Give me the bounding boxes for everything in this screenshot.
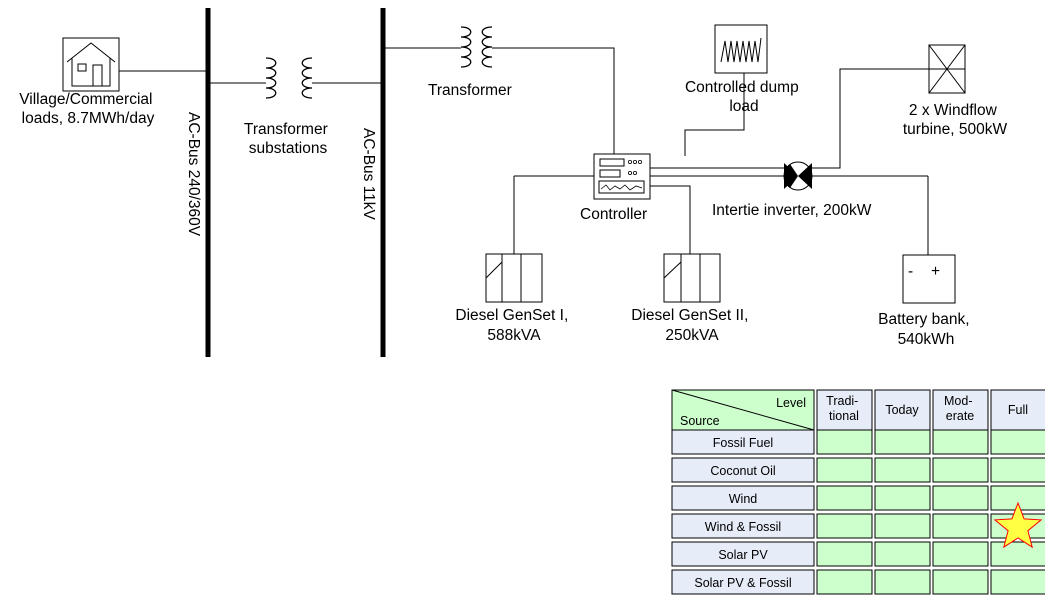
bus-low-label: AC-Bus 240/360V	[185, 112, 202, 237]
matrix-cell	[874, 569, 931, 595]
matrix-corner-source: Source	[680, 414, 720, 428]
matrix-cell	[932, 429, 989, 455]
row-header-coconut-oil: Coconut Oil	[710, 464, 775, 478]
row-header-cell	[671, 569, 815, 595]
matrix-cell	[816, 513, 873, 539]
wind-turbine-connection	[650, 68, 929, 169]
dump-load-connection	[684, 73, 745, 156]
diesel-genset-2-icon	[663, 253, 721, 303]
transformer-icon	[460, 26, 493, 68]
village-loads-label: Village/Commercial loads, 8.7MWh/day	[19, 91, 157, 127]
matrix-cell	[990, 429, 1045, 455]
matrix-cell	[990, 541, 1045, 567]
matrix-cell	[816, 485, 873, 511]
row-header-wind: Wind	[729, 492, 758, 506]
matrix-cell	[874, 485, 931, 511]
matrix-cell	[874, 541, 931, 567]
battery-plus-sign: +	[931, 263, 940, 280]
battery-bank-icon	[902, 254, 956, 304]
windflow-turbine-label: 2 x Windflow turbine, 500kW	[903, 102, 1008, 138]
matrix-cell	[932, 513, 989, 539]
transformer-substations-label: Transformer substations	[244, 121, 332, 157]
bus-high-label: AC-Bus 11kV	[360, 128, 377, 221]
row-header-cell	[671, 457, 815, 483]
matrix-cell	[932, 541, 989, 567]
row-header-fossil-fuel: Fossil Fuel	[713, 436, 773, 450]
row-header-cell	[671, 541, 815, 567]
matrix-cell	[816, 541, 873, 567]
diesel-genset-1-label: Diesel GenSet I, 588kVA	[455, 307, 572, 344]
wind-turbine-icon	[928, 44, 966, 94]
star-icon	[993, 501, 1043, 549]
matrix-cell	[874, 457, 931, 483]
row-header-cell	[671, 485, 815, 511]
matrix-cell	[932, 569, 989, 595]
row-header-cell	[671, 513, 815, 539]
controller-icon	[593, 153, 651, 200]
resistor-icon	[714, 24, 768, 74]
column-header-cell	[816, 389, 873, 431]
column-header-today: Today	[885, 403, 919, 417]
battery-minus-sign: -	[908, 263, 913, 280]
transformer-to-controller	[492, 47, 615, 154]
column-header-traditional: Tradi- tional	[826, 394, 862, 423]
row-header-solar-pv: Solar PV	[718, 548, 768, 562]
matrix-cell	[990, 569, 1045, 595]
matrix-cell	[874, 513, 931, 539]
diesel-genset-1-icon	[485, 253, 543, 303]
row-header-solar-pv-fossil: Solar PV & Fossil	[694, 576, 791, 590]
inverter-icon	[783, 161, 813, 191]
matrix-corner-level: Level	[776, 396, 806, 410]
matrix-cell	[816, 457, 873, 483]
matrix-cell	[874, 429, 931, 455]
matrix-cell	[816, 569, 873, 595]
matrix-corner-diagonal	[671, 389, 815, 431]
row-header-cell	[671, 429, 815, 455]
intertie-inverter-label: Intertie inverter, 200kW	[712, 202, 872, 219]
source-level-matrix: Level Source Tradi- tional Today Mod- er…	[671, 389, 1045, 595]
matrix-cell	[816, 429, 873, 455]
matrix-cell	[932, 485, 989, 511]
substation-transformer-icon	[265, 57, 313, 99]
matrix-cells	[816, 429, 1045, 595]
house-icon	[62, 37, 120, 92]
column-header-cell	[990, 389, 1045, 431]
dump-load-label: Controlled dump load	[685, 79, 803, 115]
column-header-full: Full	[1008, 403, 1028, 417]
matrix-cell	[932, 457, 989, 483]
transformer-label: Transformer	[428, 82, 512, 99]
battery-bank-label: Battery bank, 540kWh	[878, 311, 974, 348]
diesel-genset-2-label: Diesel GenSet II, 250kVA	[631, 307, 752, 344]
column-header-moderate: Mod- erate	[944, 394, 976, 423]
matrix-cell	[990, 457, 1045, 483]
controller-label: Controller	[580, 206, 647, 223]
row-header-wind-fossil: Wind & Fossil	[705, 520, 781, 534]
genset-2-connection	[650, 185, 691, 254]
